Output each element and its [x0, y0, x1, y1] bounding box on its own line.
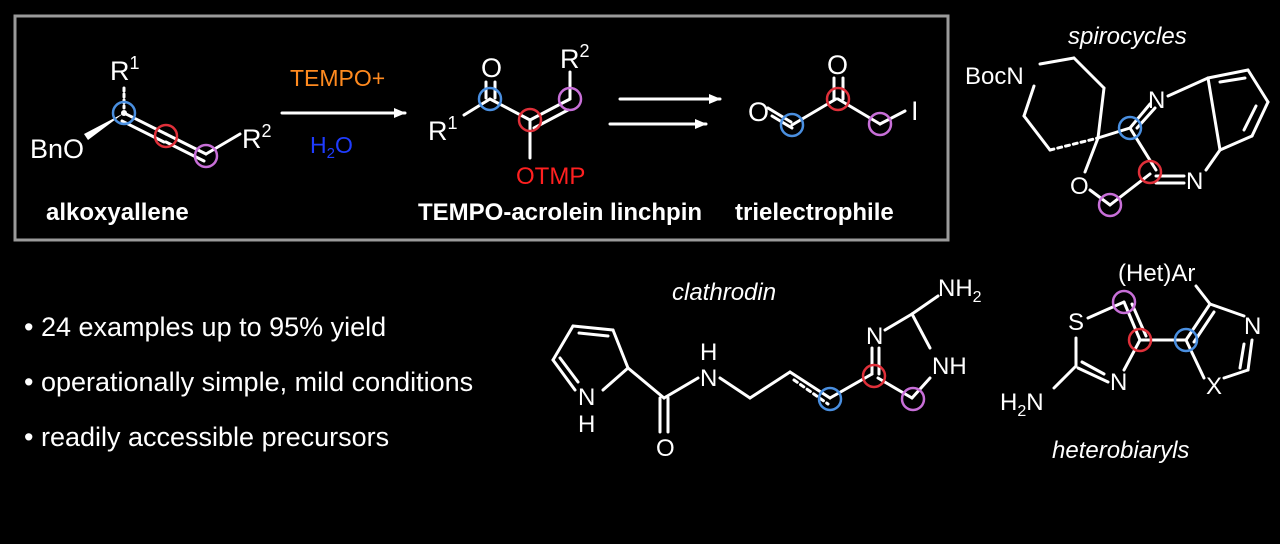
- spiro-N2: N: [1186, 168, 1203, 195]
- product-OTMP: OTMP: [516, 163, 585, 190]
- product-R1: R1: [428, 113, 458, 146]
- alkoxyallene-structure: R1 BnO R2: [30, 53, 272, 169]
- site-red: [861, 363, 887, 389]
- site-blue: [477, 86, 503, 112]
- site-red: [1127, 327, 1153, 353]
- feature-list: • 24 examples up to 95% yield • operatio…: [24, 300, 473, 465]
- site-purple: [1111, 289, 1137, 315]
- linchpin-structure: O R1 R2 OTMP: [428, 41, 590, 190]
- clath-amide-H: H: [700, 339, 717, 366]
- clath-ring-NH: NH: [932, 353, 967, 380]
- product-R2: R2: [560, 41, 590, 74]
- site-red: [825, 86, 851, 112]
- start-BnO: BnO: [30, 134, 84, 164]
- final-label: trielectrophile: [735, 199, 894, 226]
- site-purple: [557, 86, 583, 112]
- trielectrophile-structure: O O I: [748, 50, 919, 138]
- clath-amide-N: N: [700, 365, 717, 392]
- clath-ring-N: N: [866, 323, 883, 350]
- final-I: I: [911, 96, 919, 126]
- clath-pyrrole-H: H: [578, 411, 595, 438]
- site-purple: [193, 143, 219, 169]
- hetero-H2N: H2N: [1000, 389, 1044, 420]
- start-R2: R2: [242, 121, 272, 154]
- site-red: [153, 123, 179, 149]
- spiro-BocN: BocN: [965, 63, 1024, 90]
- heterobiaryl-structure: S N H2N N X: [1000, 284, 1261, 420]
- spiro-label: spirocycles: [1068, 23, 1187, 50]
- site-purple: [900, 386, 926, 412]
- reagent-top: TEMPO+: [290, 65, 385, 91]
- feature-item: • 24 examples up to 95% yield: [24, 312, 387, 342]
- spiro-O: O: [1070, 173, 1089, 200]
- hetero-HetAr: (Het)Ar: [1118, 260, 1195, 287]
- hetero-label: heterobiaryls: [1052, 437, 1189, 464]
- start-label: alkoxyallene: [46, 199, 189, 226]
- hetero-S: S: [1068, 309, 1084, 336]
- hetero-N2: N: [1244, 313, 1261, 340]
- spirocycle-structure: BocN O N N: [965, 56, 1270, 218]
- feature-text: readily accessible precursors: [40, 422, 390, 452]
- site-purple: [867, 111, 893, 137]
- wedge-bond: [84, 113, 124, 140]
- site-blue: [779, 112, 805, 138]
- site-blue: [817, 386, 843, 412]
- hetero-X: X: [1206, 373, 1222, 400]
- site-blue: [1117, 115, 1143, 141]
- clathrodin-structure: N H O H N N NH2 NH: [551, 275, 982, 462]
- site-blue: [1173, 327, 1199, 353]
- start-R1: R1: [110, 53, 140, 86]
- site-purple: [1097, 192, 1123, 218]
- site-red: [517, 107, 543, 133]
- site-blue: [111, 100, 137, 126]
- hetero-N1: N: [1110, 369, 1127, 396]
- clath-pyrrole-N: N: [578, 384, 595, 411]
- product-O: O: [481, 53, 502, 83]
- final-O1: O: [748, 97, 769, 127]
- feature-text: operationally simple, mild conditions: [40, 367, 474, 397]
- feature-text: 24 examples up to 95% yield: [40, 312, 387, 342]
- site-red: [1137, 159, 1163, 185]
- feature-item: • operationally simple, mild conditions: [24, 367, 474, 397]
- clath-amide-O: O: [656, 435, 675, 462]
- product-label: TEMPO-acrolein linchpin: [418, 199, 702, 226]
- clath-NH2: NH2: [938, 275, 982, 306]
- final-O2: O: [827, 50, 848, 80]
- reagent-bottom: H2O: [310, 132, 353, 162]
- spiro-N1: N: [1148, 87, 1165, 114]
- clathrodin-label: clathrodin: [672, 279, 776, 306]
- scheme-box: [13, 14, 950, 242]
- feature-item: • readily accessible precursors: [24, 422, 390, 452]
